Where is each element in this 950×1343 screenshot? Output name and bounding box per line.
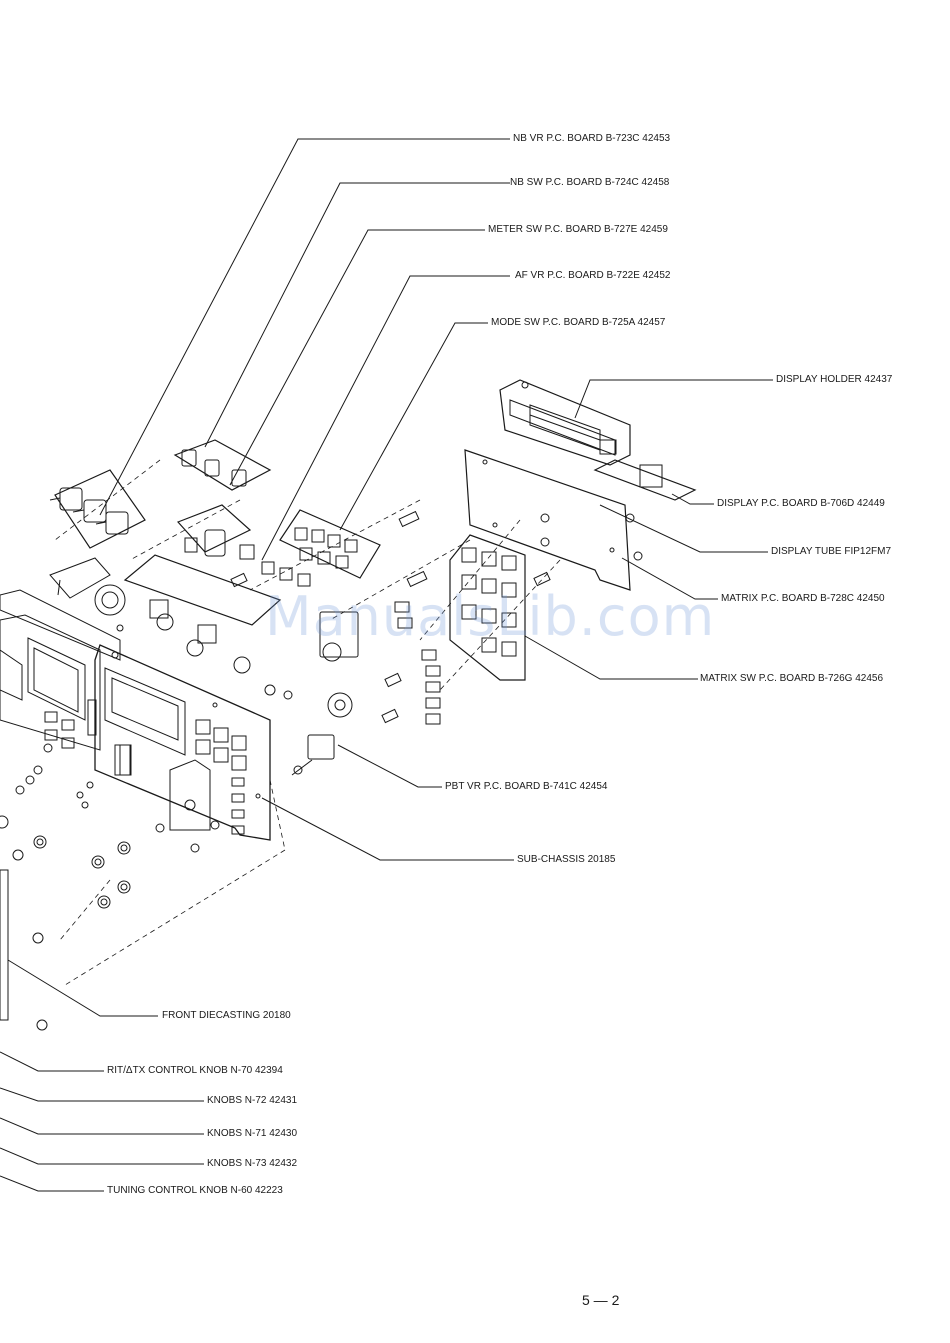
front-diecasting	[0, 589, 132, 1021]
sub-chassis	[94, 644, 271, 841]
label-tuning-control-knob: TUNING CONTROL KNOB N-60 42223	[107, 1185, 283, 1196]
matrix-sw-board	[449, 534, 526, 681]
label-front-diecasting: FRONT DIECASTING 20180	[162, 1010, 291, 1021]
matrix-pcb	[464, 449, 643, 591]
label-meter-sw-board: METER SW P.C. BOARD B-727E 42459	[488, 224, 668, 235]
label-matrix-sw-board: MATRIX SW P.C. BOARD B-726G 42456	[700, 673, 884, 684]
label-knobs-n73: KNOBS N-73 42432	[207, 1158, 298, 1169]
label-knobs-n71: KNOBS N-71 42430	[207, 1128, 298, 1139]
mode-sw-board	[261, 509, 381, 587]
label-matrix-pcb: MATRIX P.C. BOARD B-728C 42450	[721, 593, 885, 604]
label-nb-sw-board: NB SW P.C. BOARD B-724C 42458	[510, 177, 670, 188]
label-sub-chassis: SUB-CHASSIS 20185	[517, 854, 616, 865]
meter-sw-board	[176, 504, 255, 560]
label-display-pcb: DISPLAY P.C. BOARD B-706D 42449	[717, 498, 885, 509]
nb-sw-board	[173, 439, 272, 491]
alignment-dashes	[54, 459, 561, 986]
label-display-holder: DISPLAY HOLDER 42437	[776, 374, 893, 385]
label-mode-sw-board: MODE SW P.C. BOARD B-725A 42457	[491, 317, 666, 328]
nb-vr-board	[49, 469, 146, 549]
screws-washers	[0, 624, 303, 1031]
label-af-vr-board: AF VR P.C. BOARD B-722E 42452	[515, 270, 671, 281]
meter-assembly	[49, 557, 126, 616]
label-pbt-vr-board: PBT VR P.C. BOARD B-741C 42454	[445, 781, 608, 792]
watermark: ManualsLib.com	[265, 585, 716, 648]
af-vr-board	[123, 554, 282, 674]
leader-lines	[0, 138, 773, 1192]
standoffs	[230, 510, 551, 724]
switch-caps	[394, 601, 441, 725]
page-number: 5 — 2	[582, 1292, 620, 1308]
pbt-vr-assembly	[291, 611, 359, 776]
label-display-tube: DISPLAY TUBE FIP12FM7	[771, 546, 892, 557]
label-nb-vr-board: NB VR P.C. BOARD B-723C 42453	[513, 133, 671, 144]
display-assembly	[499, 379, 697, 501]
label-knobs-n72: KNOBS N-72 42431	[207, 1095, 298, 1106]
label-rit-control-knob: RIT/ΔTX CONTROL KNOB N-70 42394	[107, 1065, 283, 1076]
